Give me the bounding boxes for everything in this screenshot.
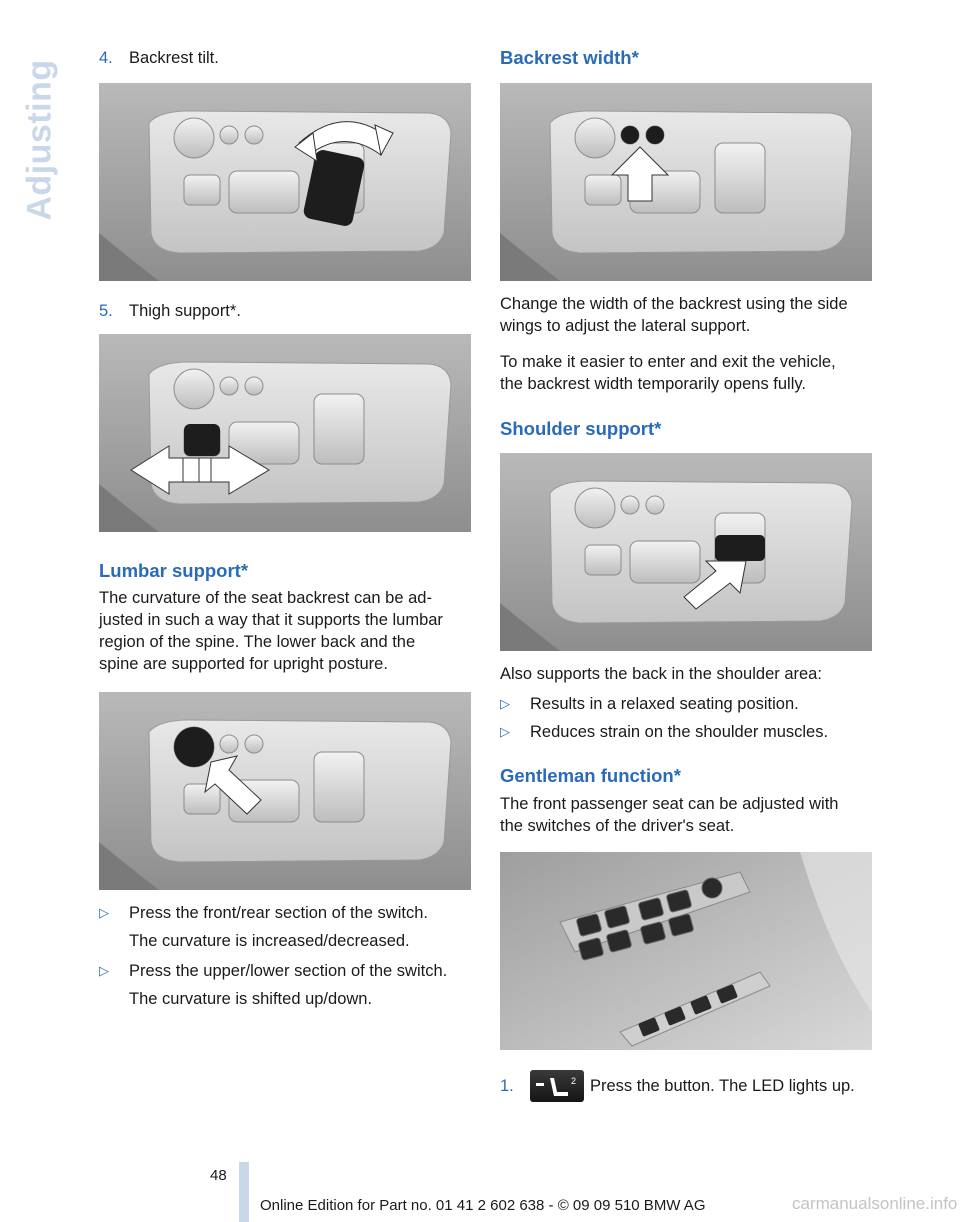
lumbar-bullet-sub: The curvature is increased/decreased.	[129, 932, 410, 950]
gentleman-line: The front passenger seat can be adjusted…	[500, 795, 839, 813]
shoulder-bullet: ▷ Reduces strain on the shoulder muscles…	[500, 721, 874, 743]
lumbar-line: justed in such a way that it supports th…	[99, 611, 443, 629]
gentleman-step-1-text: Press the button. The LED lights up.	[590, 1077, 855, 1095]
shoulder-bullet-text: Reduces strain on the shoulder muscles.	[530, 723, 829, 741]
bullet-triangle-icon: ▷	[500, 696, 510, 711]
backrest-paragraph-1: Change the width of the backrest using t…	[500, 293, 874, 337]
lumbar-bullet: ▷ Press the front/rear section of the sw…	[99, 902, 473, 924]
shoulder-intro: Also supports the back in the shoulder a…	[500, 665, 822, 683]
page-number: 48	[210, 1167, 227, 1184]
backrest-tilt-image	[99, 83, 471, 281]
lumbar-description: The curvature of the seat backrest can b…	[99, 587, 473, 675]
gentleman-line: the switches of the driver's seat.	[500, 817, 735, 835]
footer-accent-bar	[239, 1162, 249, 1222]
lumbar-support-image	[99, 692, 471, 890]
shoulder-support-image	[500, 453, 872, 651]
backrest-width-image	[500, 83, 872, 281]
step-5: 5. Thigh support*.	[99, 300, 241, 322]
lumbar-line: The curvature of the seat backrest can b…	[99, 589, 432, 607]
svg-text:2: 2	[571, 1076, 576, 1086]
footer-edition: Online Edition for Part no. 01 41 2 602 …	[260, 1197, 706, 1214]
backrest-line: wings to adjust the lateral support.	[500, 317, 751, 335]
door-switches-image	[500, 852, 872, 1050]
watermark: carmanualsonline.info	[792, 1194, 958, 1213]
backrest-line: the backrest width temporarily opens ful…	[500, 375, 806, 393]
step-4-number: 4.	[99, 49, 113, 67]
side-tab-adjusting: Adjusting	[20, 40, 59, 240]
bullet-triangle-icon: ▷	[99, 905, 109, 920]
step-5-text: Thigh support*.	[129, 302, 241, 320]
thigh-support-image	[99, 334, 471, 532]
gentleman-step-1: 1. 2 Press the button. The LED lights up…	[500, 1070, 855, 1102]
gentleman-step-1-number: 1.	[500, 1077, 514, 1095]
bullet-triangle-icon: ▷	[99, 963, 109, 978]
gentleman-description: The front passenger seat can be adjusted…	[500, 793, 874, 837]
lumbar-bullet-text: Press the upper/lower section of the swi…	[129, 962, 448, 980]
shoulder-bullet: ▷ Results in a relaxed seating position.	[500, 693, 874, 715]
lumbar-bullet: ▷ Press the upper/lower section of the s…	[99, 960, 473, 982]
lumbar-line: region of the spine. The lower back and …	[99, 633, 416, 651]
backrest-width-heading: Backrest width*	[500, 47, 639, 68]
seat-memory-2-button-icon: 2	[530, 1070, 584, 1102]
lumbar-bullet-sub: The curvature is shifted up/down.	[129, 990, 373, 1008]
shoulder-support-heading: Shoulder support*	[500, 418, 662, 439]
step-4-text: Backrest tilt.	[129, 49, 219, 67]
backrest-line: Change the width of the backrest using t…	[500, 295, 848, 313]
gentleman-heading: Gentleman function*	[500, 765, 681, 786]
backrest-line: To make it easier to enter and exit the …	[500, 353, 836, 371]
bullet-triangle-icon: ▷	[500, 724, 510, 739]
lumbar-heading: Lumbar support*	[99, 560, 249, 581]
shoulder-bullet-text: Results in a relaxed seating position.	[530, 695, 799, 713]
side-tab-label: Adjusting	[20, 59, 59, 221]
lumbar-bullet-text: Press the front/rear section of the swit…	[129, 904, 428, 922]
backrest-paragraph-2: To make it easier to enter and exit the …	[500, 351, 874, 395]
step-5-number: 5.	[99, 302, 113, 320]
step-4: 4. Backrest tilt.	[99, 47, 219, 69]
lumbar-line: spine are supported for upright posture.	[99, 655, 388, 673]
